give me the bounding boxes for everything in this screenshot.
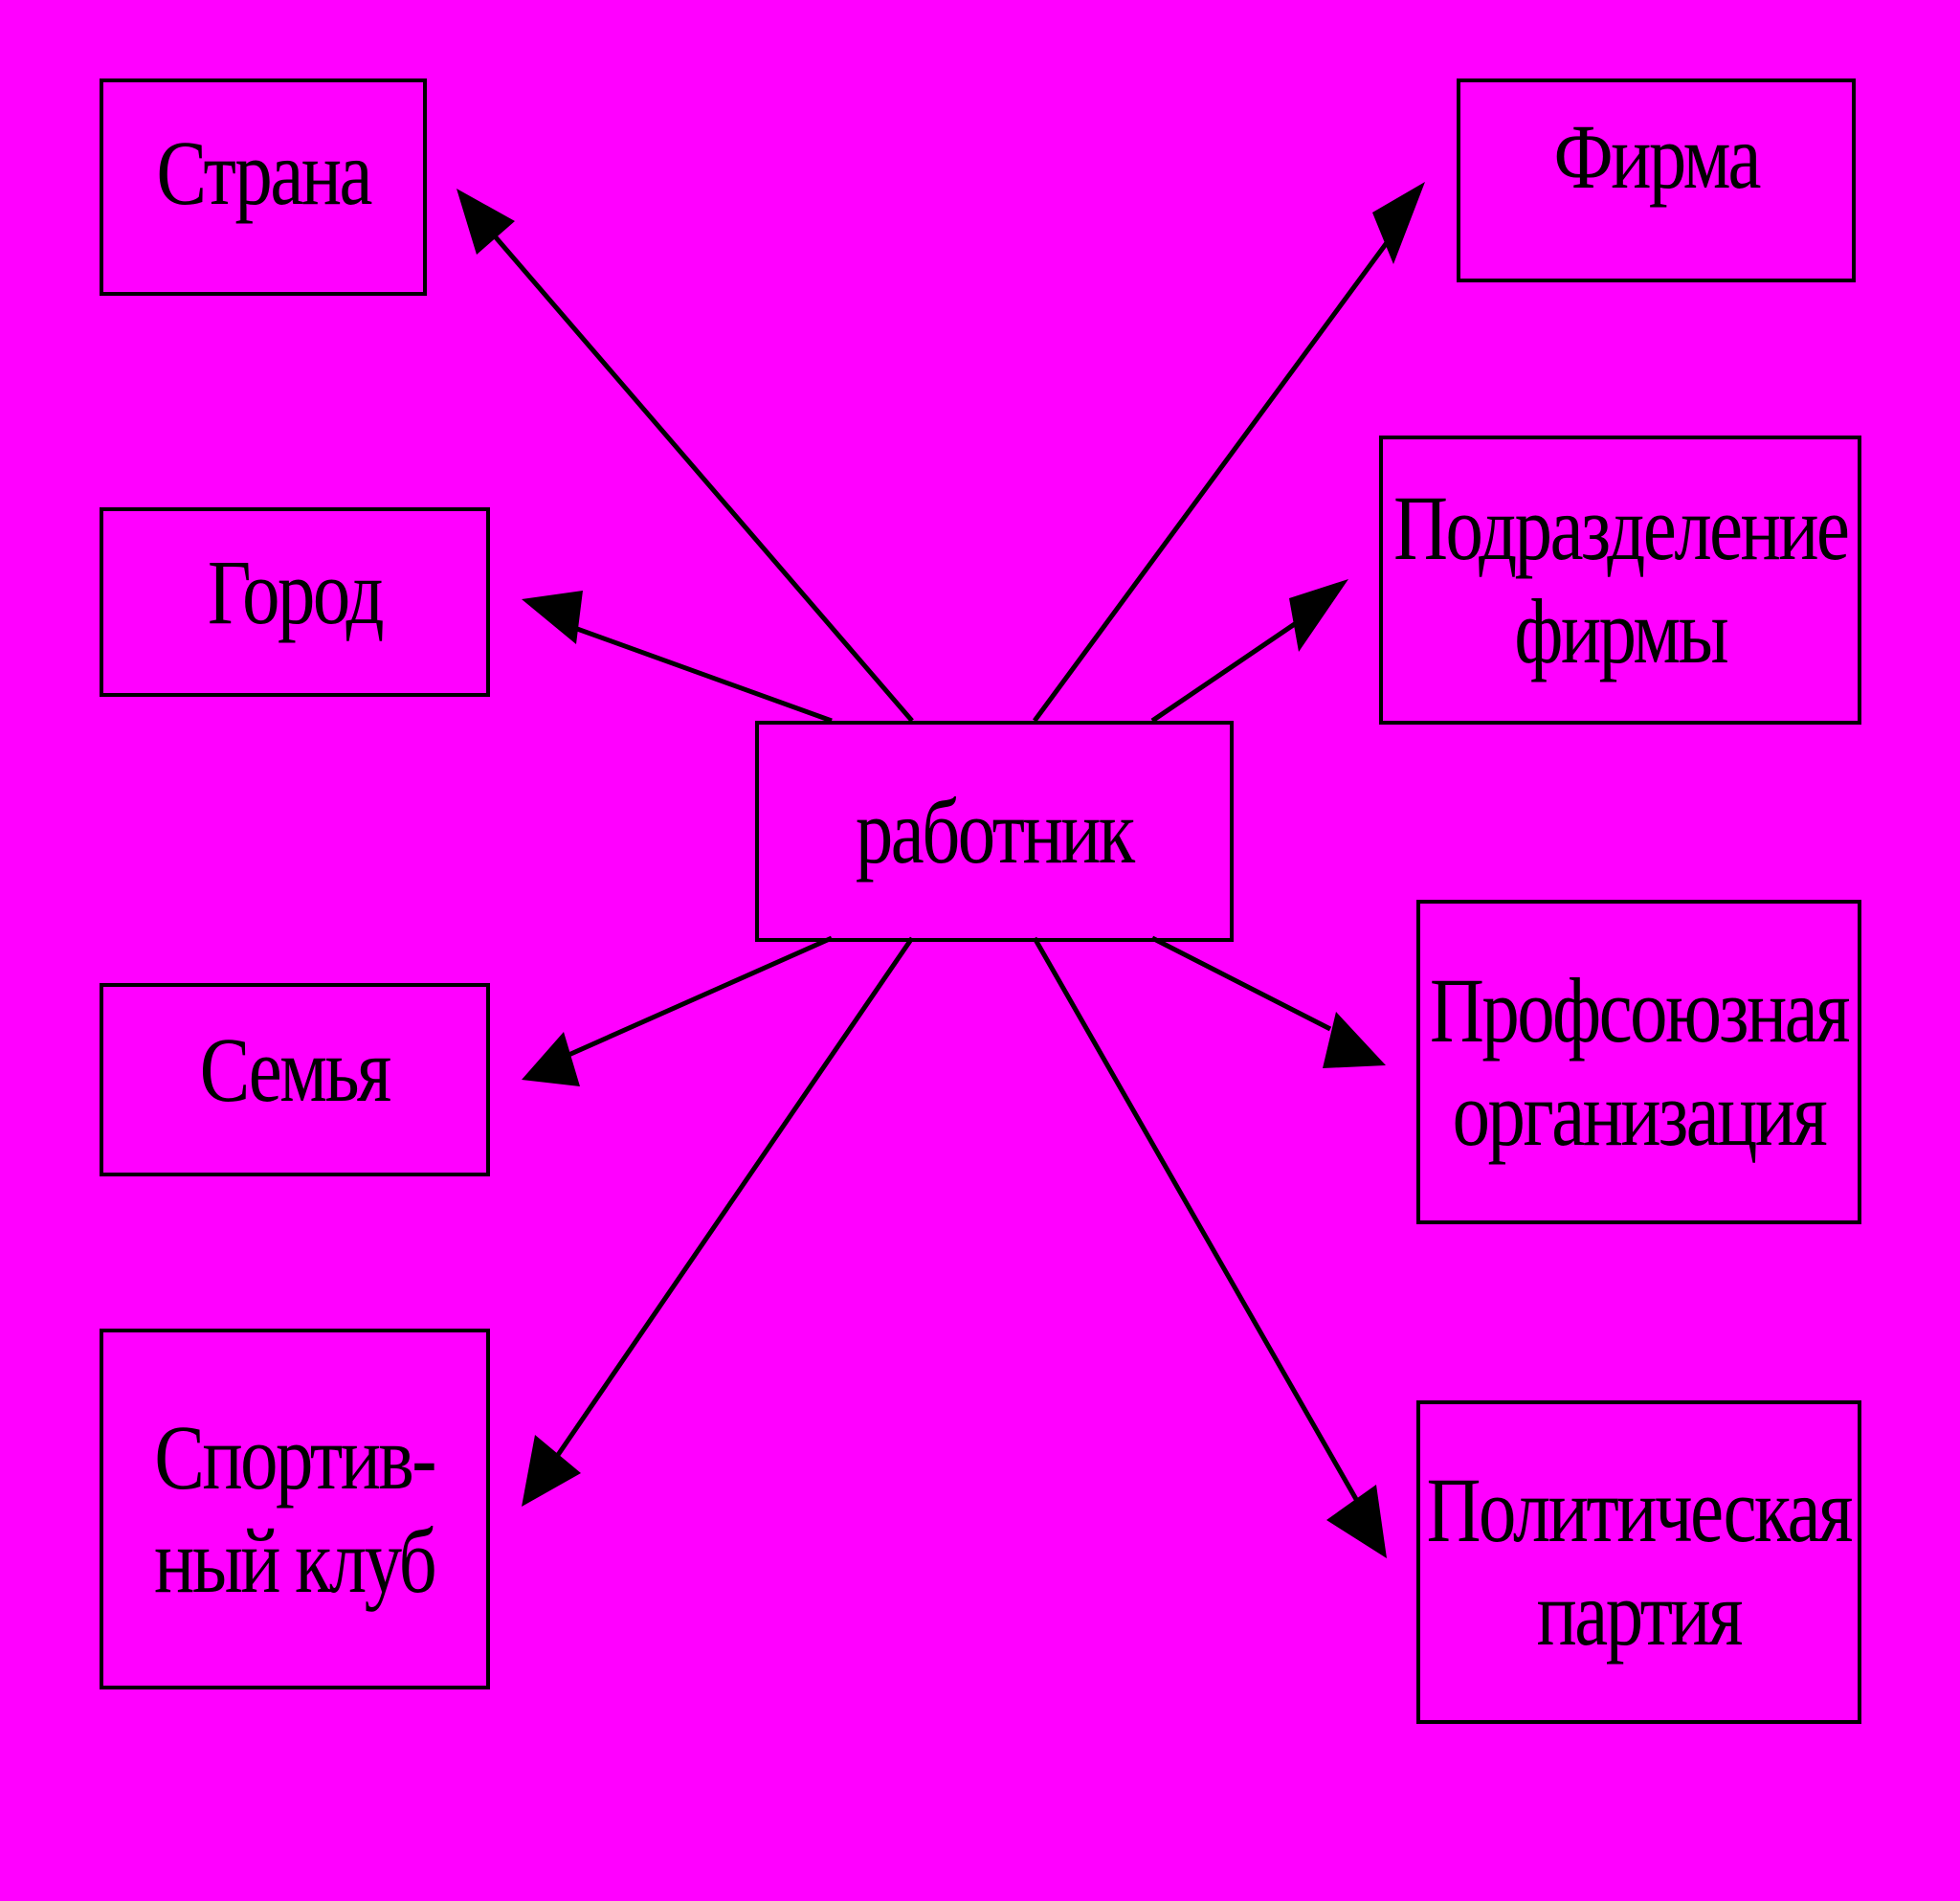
node-gorod-label: Город [207,541,385,644]
arrowhead-profsoyuz [1323,1012,1386,1068]
node-sport-club: Спортив- ный клуб [100,1329,490,1689]
node-firma-label: Фирма [1553,104,1761,208]
edge-rabotnik-partiya [1032,936,1360,1503]
edge-rabotnik-podr [1150,615,1306,724]
edge-rabotnik-gorod [566,622,833,724]
arrowhead-semya [522,1032,580,1086]
arrowhead-podr [1289,579,1348,652]
node-podrazdelenie: Подразделение фирмы [1379,436,1861,725]
node-partiya: Политическая партия [1416,1400,1861,1724]
node-rabotnik-center: работник [755,721,1234,942]
node-semya: Семья [100,983,490,1176]
node-sport-club-label: Спортив- ный клуб [154,1405,437,1612]
node-strana-label: Страна [156,121,372,224]
arrowhead-partiya [1326,1485,1387,1558]
node-profsoyuz: Профсоюзная организация [1416,900,1861,1224]
arrowhead-firma [1372,182,1425,264]
node-gorod: Город [100,507,490,697]
edge-rabotnik-profsoyuz [1150,935,1332,1032]
node-partiya-label: Политическая партия [1426,1459,1854,1665]
edge-rabotnik-firma [1032,228,1399,723]
node-profsoyuz-label: Профсоюзная организация [1430,958,1850,1165]
node-strana: Страна [100,78,427,296]
arrowhead-strana [457,189,515,255]
node-rabotnik-label: работник [856,779,1135,883]
arrowhead-gorod [522,591,583,644]
edge-rabotnik-semya [565,935,834,1059]
arrowhead-sport [522,1435,581,1507]
node-semya-label: Семья [199,1018,391,1122]
edge-rabotnik-sport [555,936,915,1457]
node-podrazdelenie-label: Подразделение фирмы [1392,477,1850,682]
node-firma: Фирма [1457,78,1856,282]
edge-rabotnik-strana [494,235,914,723]
